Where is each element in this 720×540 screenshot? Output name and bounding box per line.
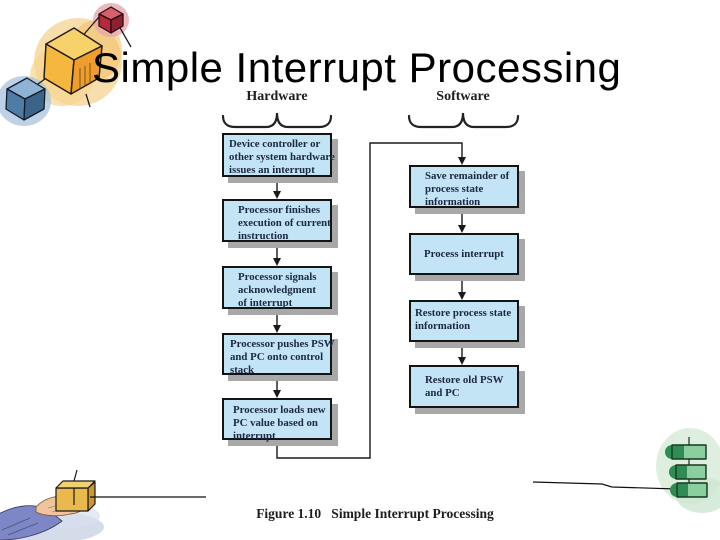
flow-box-software-1: Save remainder of process state informat… <box>409 165 519 208</box>
flow-box-hardware-2: Processor finishes execution of current … <box>222 199 332 242</box>
stacked-packages-clipart <box>532 428 720 513</box>
figure-caption: Figure 1.10 Simple Interrupt Processing <box>256 506 494 521</box>
flow-arrowheads <box>273 157 466 398</box>
column-label-hardware: Hardware <box>246 89 308 104</box>
flow-box-hardware-4: Processor pushes PSW and PC onto control… <box>222 333 335 376</box>
flow-box-hardware-1: Device controller or other system hardwa… <box>222 133 335 177</box>
callout-line-right <box>532 481 678 490</box>
network-cubes-clipart <box>0 3 132 126</box>
slide-title: Simple Interrupt Processing <box>92 44 622 91</box>
flow-box-software-2: Process interrupt <box>409 233 519 275</box>
flow-box-software-3: Restore process state information <box>409 300 519 342</box>
return-loop-connector <box>276 142 463 459</box>
flow-box-software-4: Restore old PSW and PC <box>409 365 519 408</box>
hand-holding-box-clipart <box>0 469 206 540</box>
flow-box-hardware-5: Processor loads new PC value based on in… <box>222 398 332 442</box>
flow-box-hardware-3: Processor signals acknowledgment of inte… <box>222 266 332 309</box>
flow-arrows <box>276 177 463 391</box>
column-label-software: Software <box>436 89 490 104</box>
software-brace <box>407 112 520 129</box>
hardware-brace <box>221 112 333 129</box>
